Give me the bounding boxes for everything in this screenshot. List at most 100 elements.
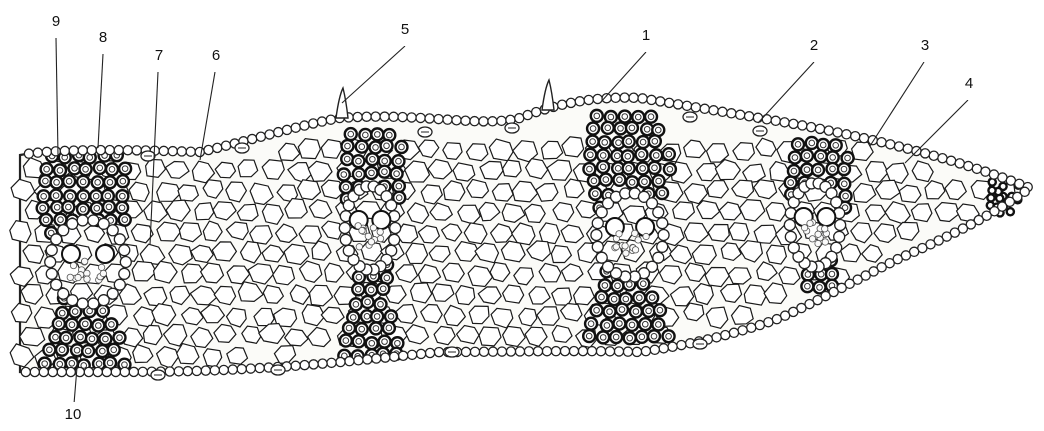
tip-fiber — [987, 194, 994, 201]
fiber-lumen — [592, 191, 598, 197]
epidermal-cell — [87, 146, 96, 155]
xylem-vessel — [817, 208, 835, 226]
epidermal-cell — [903, 144, 912, 153]
fiber-lumen — [639, 334, 645, 340]
epidermal-cell — [972, 164, 981, 173]
epidermal-cell — [416, 113, 425, 122]
epidermal-cell — [24, 149, 33, 158]
fiber-lumen — [96, 361, 102, 367]
phloem-cell — [370, 225, 376, 231]
label-2: 2 — [797, 28, 831, 62]
epidermal-cell — [506, 347, 515, 356]
bundle-sheath-cell — [88, 215, 99, 226]
phloem-cell — [815, 240, 821, 246]
epidermal-cell — [659, 344, 668, 353]
fiber-lumen — [42, 361, 48, 367]
epidermal-cell — [578, 347, 587, 356]
bundle-sheath-cell — [46, 245, 57, 256]
epidermal-cell — [120, 367, 129, 376]
fiber-lumen — [804, 167, 810, 173]
phloem-cell — [377, 235, 383, 241]
epidermal-cell — [84, 367, 93, 376]
fiber-lumen — [97, 165, 103, 171]
bundle-sheath-cell — [390, 223, 401, 234]
label-6: 6 — [199, 38, 233, 72]
epidermal-cell — [168, 147, 177, 156]
fiber-lumen — [607, 309, 613, 315]
phloem-cell — [67, 274, 73, 280]
fiber-lumen — [795, 142, 801, 148]
fiber-lumen — [82, 321, 88, 327]
fiber-lumen — [594, 307, 600, 313]
epidermal-cell — [815, 124, 824, 133]
fiber-lumen — [623, 296, 629, 302]
fiber-lumen — [629, 322, 635, 328]
label-5: 5 — [388, 12, 422, 46]
fiber-lumen — [809, 140, 815, 146]
phloem-cell — [623, 250, 629, 256]
epidermal-cell — [21, 367, 30, 376]
epidermal-cell — [753, 113, 762, 122]
epidermal-cell — [192, 366, 201, 375]
epidermal-cell — [452, 116, 461, 125]
fiber-lumen — [629, 179, 635, 185]
bundle-sheath-cell — [51, 279, 62, 290]
epidermal-cell — [575, 97, 584, 106]
epidermal-cell — [390, 352, 399, 361]
epidermal-cell — [213, 143, 222, 152]
epidermal-cell — [647, 95, 656, 104]
fiber-lumen — [615, 283, 621, 289]
label-8-text: 8 — [99, 29, 107, 46]
ground-cell — [899, 185, 921, 202]
epidermal-cell — [399, 351, 408, 360]
epidermal-cell — [921, 149, 930, 158]
epidermal-cell — [57, 367, 66, 376]
fiber-lumen — [85, 348, 91, 354]
epidermal-cell — [248, 134, 257, 143]
epidermal-cell — [584, 95, 593, 104]
epidermal-cell — [60, 146, 69, 155]
fiber-lumen — [626, 139, 632, 145]
bundle-sheath-cell — [77, 215, 88, 226]
fiber-lumen — [586, 333, 592, 339]
fiber-lumen — [619, 307, 625, 313]
fiber-lumen — [44, 166, 50, 172]
epidermal-cell — [186, 147, 195, 156]
fiber-lumen — [120, 178, 126, 184]
bundle-sheath-cell — [98, 295, 109, 306]
fiber-lumen — [54, 180, 60, 186]
epidermal-cell — [587, 347, 596, 356]
fiber-lumen — [111, 347, 117, 353]
epidermal-cell — [700, 104, 709, 113]
epidermal-cell — [362, 112, 371, 121]
epidermal-cell — [443, 115, 452, 124]
epidermal-cell — [336, 357, 345, 366]
phloem-cell — [100, 270, 106, 276]
epidermal-cell — [363, 355, 372, 364]
bundle-sheath-cell — [119, 245, 130, 256]
epidermal-cell — [201, 366, 210, 375]
phloem-cell — [616, 231, 622, 237]
fiber-lumen — [815, 167, 821, 173]
leader-line — [870, 62, 924, 146]
ground-cell — [453, 163, 475, 181]
epidermal-cell — [771, 116, 780, 125]
fiber-lumen — [368, 287, 374, 293]
epidermal-cell — [66, 367, 75, 376]
epidermal-cell — [291, 123, 300, 132]
epidermal-cell — [641, 347, 650, 356]
epidermal-cell — [727, 109, 736, 118]
fiber-lumen — [636, 295, 642, 301]
epidermal-cell — [48, 367, 57, 376]
fiber-lumen — [122, 362, 128, 368]
ground-cell — [195, 203, 214, 220]
epidermal-cell — [989, 170, 998, 179]
epidermal-cell — [221, 141, 230, 150]
fiber-lumen — [843, 193, 849, 199]
epidermal-cell — [650, 345, 659, 354]
fiber-lumen — [640, 139, 646, 145]
fiber-lumen — [617, 177, 623, 183]
epidermal-cell — [461, 116, 470, 125]
fiber-lumen — [590, 139, 596, 145]
epidermal-cell — [981, 167, 990, 176]
